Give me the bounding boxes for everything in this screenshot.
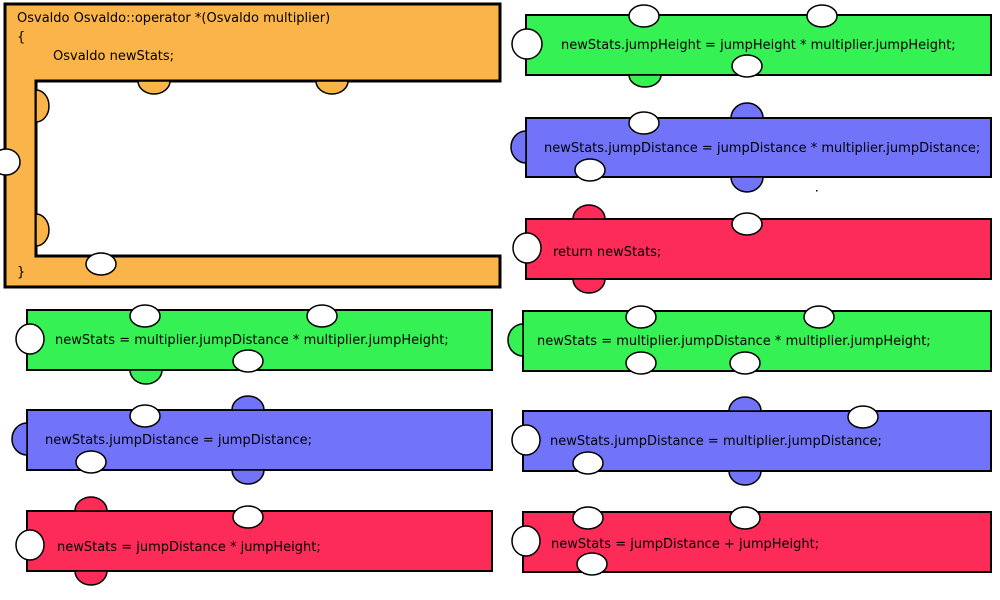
piece-knob — [231, 395, 265, 411]
piece-hole — [574, 158, 606, 182]
function-knob-2 — [315, 80, 349, 95]
piece-hole — [512, 232, 542, 264]
piece-hole — [625, 351, 657, 375]
piece-code: newStats = jumpDistance + jumpHeight; — [551, 537, 819, 552]
piece-knob — [11, 422, 28, 456]
piece-hole — [803, 305, 835, 329]
function-open-brace: { — [17, 30, 25, 45]
piece-body — [522, 310, 992, 372]
function-piece[interactable]: Osvaldo Osvaldo::operator *(Osvaldo mult… — [0, 2, 502, 289]
piece-newstats-jump-sum[interactable]: newStats = jumpDistance + jumpHeight; — [511, 506, 992, 576]
piece-knob — [572, 278, 606, 294]
piece-hole — [15, 529, 45, 561]
piece-newstats-jump-product[interactable]: newStats = jumpDistance * jumpHeight; — [15, 496, 493, 586]
piece-code: return newStats; — [553, 245, 661, 260]
piece-knob — [74, 570, 108, 586]
piece-hole — [572, 451, 604, 475]
function-close-brace: } — [17, 265, 25, 280]
piece-hole — [729, 506, 761, 530]
piece-knob — [510, 130, 527, 164]
function-knob-4 — [35, 213, 50, 247]
piece-hole — [847, 405, 879, 429]
piece-knob — [231, 469, 265, 485]
piece-hole — [75, 450, 107, 474]
piece-newstats-multiplier-product-2[interactable]: newStats = multiplier.jumpDistance * mul… — [507, 305, 992, 375]
piece-hole — [511, 28, 543, 60]
function-header: Osvaldo Osvaldo::operator *(Osvaldo mult… — [17, 11, 330, 26]
piece-knob — [730, 102, 764, 119]
piece-jumpdistance-times-multiplier[interactable]: newStats.jumpDistance = jumpDistance * m… — [510, 102, 992, 193]
piece-code: newStats.jumpHeight = jumpHeight * multi… — [561, 38, 956, 53]
function-declaration: Osvaldo newStats; — [53, 49, 174, 64]
piece-knob — [730, 176, 764, 193]
piece-hole — [129, 304, 161, 328]
piece-hole — [731, 212, 763, 236]
function-knob-1 — [137, 80, 171, 95]
piece-hole — [731, 54, 763, 78]
piece-hole — [572, 506, 604, 530]
piece-code: newStats.jumpDistance = jumpDistance; — [45, 433, 312, 448]
piece-knob — [129, 369, 163, 385]
piece-hole — [511, 525, 541, 557]
piece-code: newStats.jumpDistance = multiplier.jumpD… — [550, 434, 882, 449]
function-knob-3 — [35, 89, 50, 123]
piece-code: newStats = multiplier.jumpDistance * mul… — [55, 333, 449, 348]
piece-knob — [628, 74, 662, 88]
piece-jumpdistance-assign[interactable]: newStats.jumpDistance = jumpDistance; — [11, 395, 493, 485]
piece-code: newStats = jumpDistance * jumpHeight; — [57, 540, 321, 555]
piece-jumpdistance-assign-multiplier[interactable]: newStats.jumpDistance = multiplier.jumpD… — [511, 396, 992, 486]
piece-knob — [74, 496, 108, 512]
piece-hole — [576, 552, 608, 576]
function-hole-2 — [85, 252, 117, 276]
piece-hole — [628, 111, 660, 135]
piece-newstats-multiplier-product[interactable]: newStats = multiplier.jumpDistance * mul… — [15, 304, 493, 385]
function-piece-body — [3, 2, 502, 289]
piece-knob — [507, 323, 524, 357]
piece-code: newStats = multiplier.jumpDistance * mul… — [537, 334, 931, 349]
piece-hole — [729, 351, 761, 375]
piece-knob — [728, 470, 762, 486]
stray-dot — [816, 190, 818, 192]
function-hole-1 — [0, 148, 21, 176]
piece-hole — [306, 304, 338, 328]
piece-knob — [572, 204, 606, 220]
piece-hole — [15, 323, 45, 355]
piece-hole — [625, 305, 657, 329]
piece-hole — [806, 4, 838, 28]
piece-hole — [511, 424, 541, 456]
piece-hole — [232, 505, 264, 529]
piece-return-newstats[interactable]: return newStats; — [512, 204, 992, 294]
piece-code: newStats.jumpDistance = jumpDistance * m… — [544, 141, 980, 156]
piece-hole — [628, 4, 660, 28]
piece-hole — [232, 349, 264, 373]
piece-jumpheight-times-multiplier[interactable]: newStats.jumpHeight = jumpHeight * multi… — [511, 4, 992, 88]
piece-hole — [129, 404, 161, 428]
piece-knob — [728, 396, 762, 412]
